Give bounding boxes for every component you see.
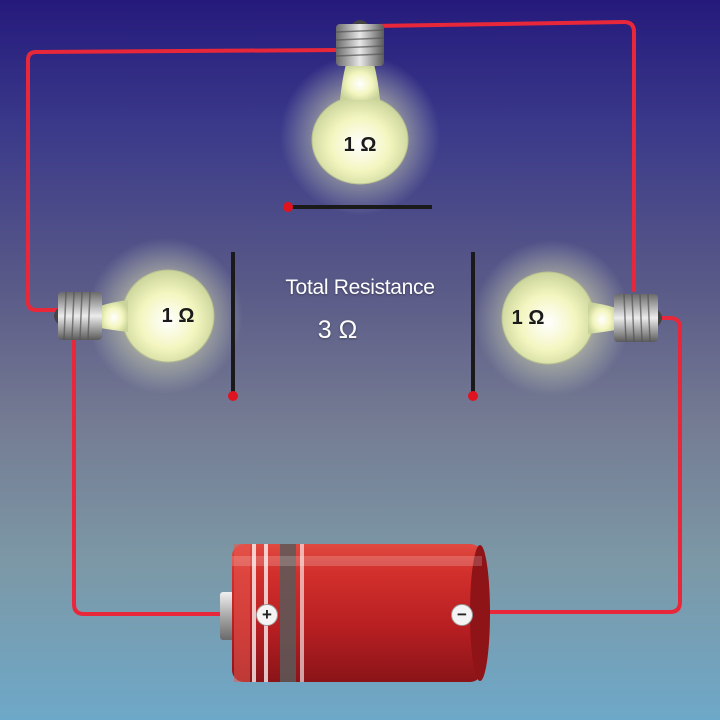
wire-left-down	[72, 332, 234, 616]
total-resistance-value: 3 Ω	[317, 316, 358, 344]
bulb-right	[474, 240, 662, 396]
marker-dot-right	[468, 391, 478, 401]
marker-dot-left	[228, 391, 238, 401]
bulb-right-resistance-label: 1 Ω	[511, 307, 545, 329]
bulb-top-resistance-label: 1 Ω	[343, 134, 377, 156]
marker-dot-top	[283, 202, 293, 212]
bulb-left	[54, 238, 243, 394]
wire-top-right	[374, 20, 636, 292]
battery-minus-terminal: −	[451, 604, 473, 626]
total-resistance-title: Total Resistance	[285, 276, 435, 299]
bulb-top	[280, 20, 440, 215]
battery-plus-terminal: +	[256, 604, 278, 626]
wire-top-left	[26, 48, 342, 312]
battery	[220, 544, 490, 682]
bulb-left-resistance-label: 1 Ω	[161, 305, 195, 327]
wire-right-down	[476, 316, 682, 614]
resistance-markers	[228, 202, 478, 401]
wire-loop	[26, 20, 682, 616]
